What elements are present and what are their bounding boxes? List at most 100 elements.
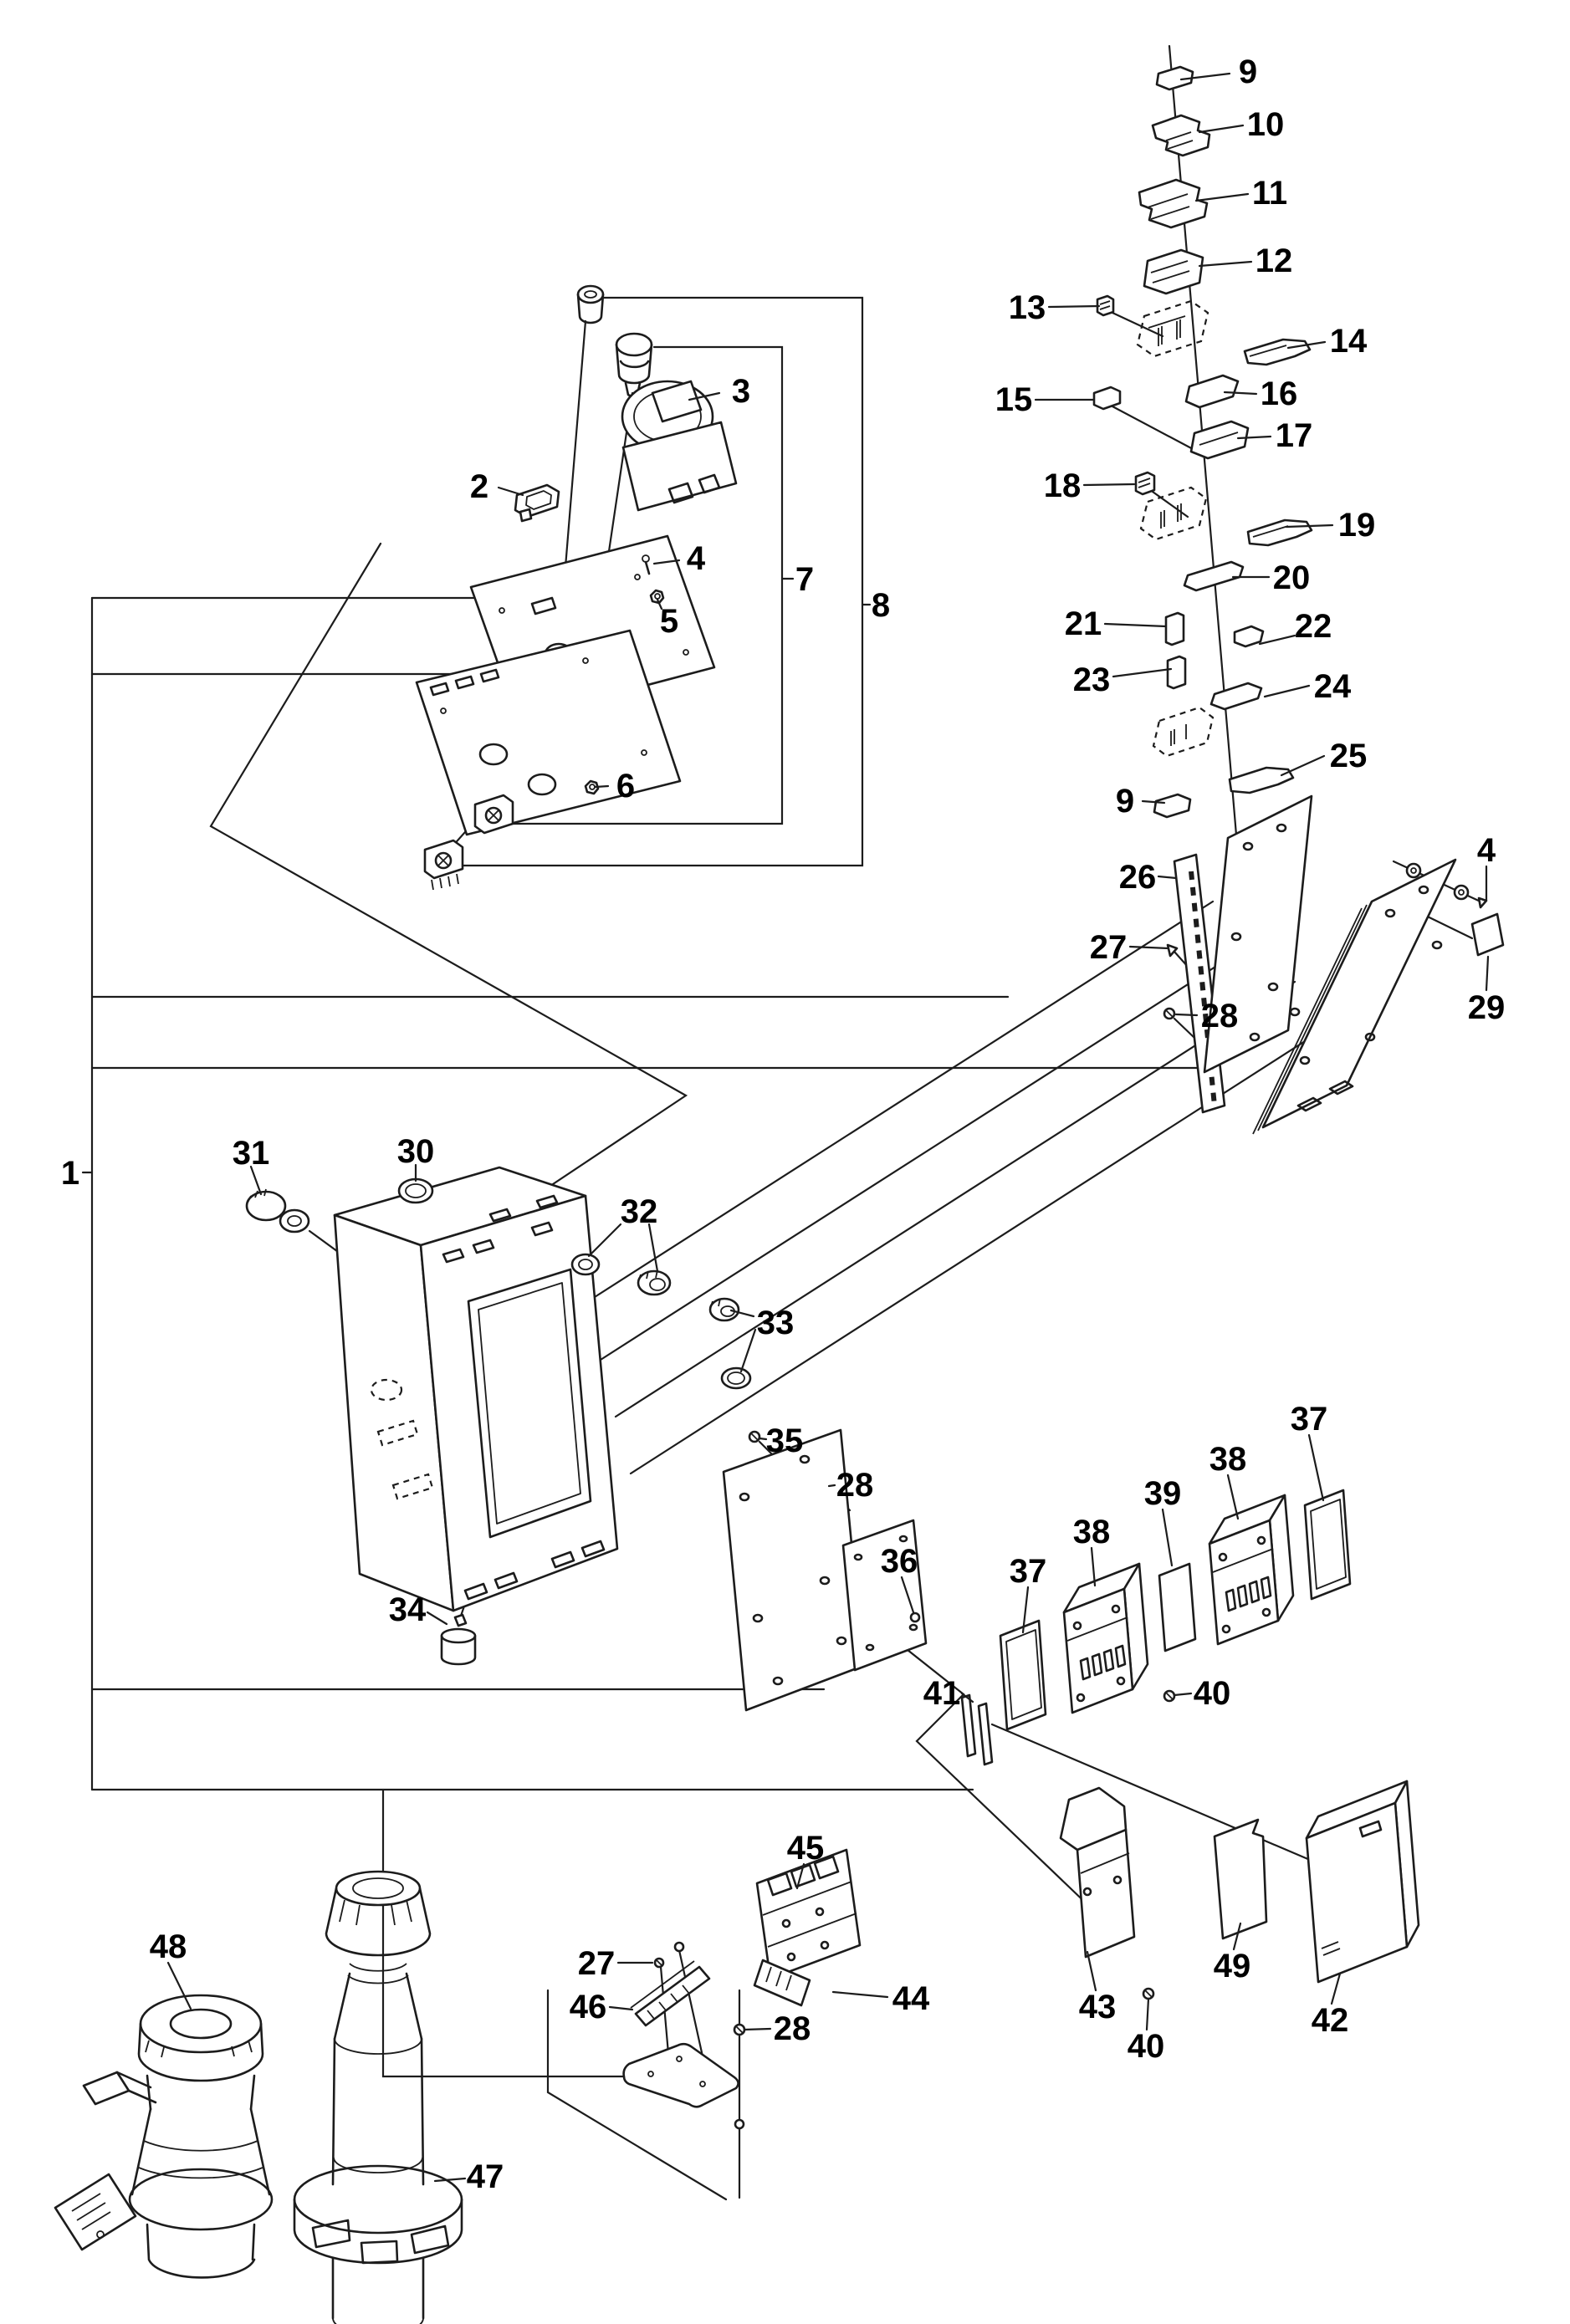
lock-ring-33 [720,1366,752,1390]
console-enclosure [245,1166,831,1666]
part-label-30: 30 [397,1133,435,1170]
switch-stack-assembly [1092,65,1313,1114]
part-label-43: 43 [1079,1989,1117,2025]
part-label-9a: 9 [1239,54,1257,90]
leader-17 [1236,435,1272,440]
part-label-33: 33 [757,1305,795,1341]
part-label-7: 7 [795,561,814,598]
screw-28b [1163,1007,1176,1020]
structure-line-9 [437,296,864,867]
din-rail-41 [960,1693,994,1766]
part-label-20: 20 [1273,559,1311,596]
part-label-4b: 4 [1477,832,1496,869]
terminal-row [622,1848,862,2130]
part-label-31: 31 [233,1135,270,1172]
part-label-42: 42 [1312,2002,1349,2039]
part-label-18: 18 [1044,467,1082,504]
structure-line-8 [488,345,784,825]
switch-body-12 [1143,248,1204,295]
leader-35 [758,1437,768,1441]
leader-44 [831,1990,889,1999]
part-label-36: 36 [881,1543,918,1580]
contact-cluster-a [1136,299,1209,358]
leader-25 [1280,754,1326,777]
part-label-39: 39 [1144,1475,1182,1512]
part-label-21: 21 [1065,605,1102,642]
screw-set-4b [1405,862,1488,909]
leader-33 [729,1309,755,1318]
structure-line-16 [599,940,1256,1361]
part-label-24: 24 [1314,668,1352,705]
lamp-socket-upper [473,794,514,835]
part-label-16: 16 [1261,375,1298,412]
rubber-foot-34 [440,1613,477,1666]
structure-line-33 [1151,490,1189,518]
leader-29 [1485,955,1490,992]
part-label-23: 23 [1073,661,1111,698]
part-label-44: 44 [892,1980,930,2017]
terminal-block-45 [755,1848,862,1980]
part-label-6: 6 [616,768,635,804]
din-modules [960,1489,1352,1766]
leader-27b [1128,945,1170,950]
cable-gland-32b [637,1269,672,1296]
leader-18 [1082,483,1136,487]
structure-line-32 [1111,405,1196,452]
leader-16 [1223,391,1258,396]
leader-11 [1194,192,1250,202]
plate-23 [1166,655,1187,690]
part-label-1: 1 [61,1155,79,1192]
part-label-4a: 4 [687,540,706,577]
screw-36 [909,1611,921,1623]
connector-socket-48 [54,1994,274,2279]
cable-gland-31 [245,1188,310,1234]
screw-27b [1166,943,1179,958]
part-label-49: 49 [1214,1948,1251,1984]
part-label-3: 3 [732,373,750,410]
terminal-15 [1092,386,1122,411]
mounting-panels [1203,794,1505,1135]
din-rail-46 [630,1960,711,2027]
leader-45 [795,1862,805,1890]
leader-34 [426,1611,448,1626]
leader-40a [1173,1692,1193,1697]
leader-19 [1285,524,1334,529]
screw-4 [642,554,651,575]
cable-gland-32a [570,1253,601,1276]
lower-panel-plate [415,629,682,836]
selector-switch [621,380,738,512]
leader-4a [652,559,681,565]
leader-26 [1157,875,1178,880]
cable-gland-33 [708,1297,740,1322]
leader-46 [608,2005,634,2011]
part-label-41: 41 [923,1675,961,1712]
power-supply-42 [1305,1780,1420,1984]
leader-3 [688,391,721,401]
contact-shoe-14 [1243,338,1312,366]
part-label-38b: 38 [1209,1441,1247,1478]
leader-21 [1103,622,1168,628]
contact-shoe-25 [1228,766,1295,794]
screw-28d [733,2023,746,2130]
leader-12 [1198,260,1253,268]
leader-13 [1047,304,1101,309]
screw-40a [1163,1689,1176,1703]
structure-line-37 [546,1989,728,2201]
operator-panel-assembly [415,284,738,891]
cover-plate-37a [999,1619,1047,1731]
contactor-38a [1062,1562,1149,1714]
bottom-plate [622,2042,739,2108]
leader-38a [1090,1546,1097,1587]
terminal-18 [1134,471,1156,496]
leader-28d [743,2027,772,2031]
structure-line-31 [1111,311,1164,338]
leader-9b [1141,799,1166,804]
contactor-38b [1208,1494,1295,1646]
terminal-strip-44 [753,1959,811,2007]
structure-line-15 [584,900,1215,1305]
part-label-40b: 40 [1128,2028,1165,2065]
leader-2 [497,486,524,497]
leader-24 [1263,684,1311,698]
